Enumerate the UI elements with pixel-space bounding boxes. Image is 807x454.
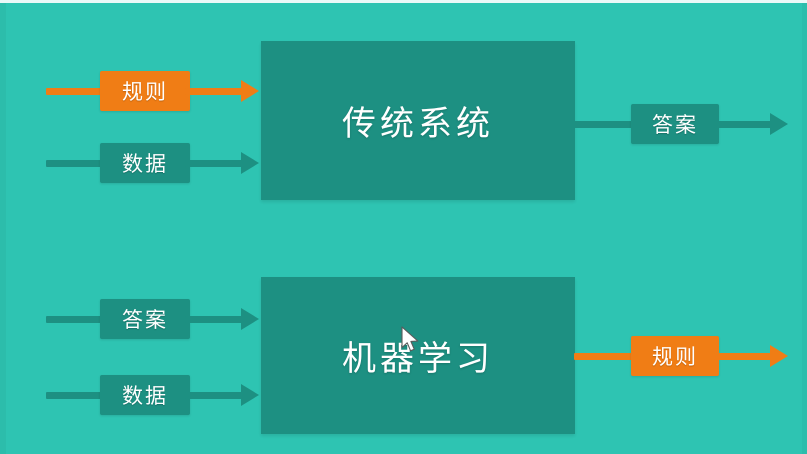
process-box-machine-learning[interactable]: 机器学习 [261,277,575,434]
chip-data-input: 数据 [100,143,190,183]
arrow-head-answers-in [241,308,259,330]
arrow-shaft-rules-in-left [46,88,108,95]
arrow-head-answers-out [770,113,788,135]
arrow-shaft-rules-out-left [574,353,636,360]
arrow-head-data-in-2 [241,384,259,406]
arrow-shaft-answers-in-right [185,316,243,323]
right-frame-edge [802,3,807,454]
chip-label-rules-input: 规则 [122,80,168,104]
arrow-head-rules-in [241,80,259,102]
process-label-traditional-system: 传统系统 [342,104,494,144]
chip-rules-output: 规则 [631,336,719,376]
left-frame-edge [0,3,6,454]
chip-label-data-input: 数据 [122,152,168,176]
chip-rules-input: 规则 [100,71,190,111]
arrow-shaft-data-in-2-left [46,392,108,399]
process-box-traditional-system[interactable]: 传统系统 [261,41,575,200]
chip-label-answers-input: 答案 [122,308,168,332]
arrow-shaft-data-in-left [46,160,108,167]
arrow-shaft-answers-out-right [714,121,772,128]
chip-data-input-2: 数据 [100,375,190,415]
arrow-shaft-rules-in-right [185,88,243,95]
arrow-shaft-answers-in-left [46,316,108,323]
arrow-shaft-data-in-right [185,160,243,167]
chip-answers-input: 答案 [100,299,190,339]
chip-label-answers-output: 答案 [652,113,698,137]
process-label-machine-learning: 机器学习 [342,339,494,379]
chip-label-data-input-2: 数据 [122,384,168,408]
chip-label-rules-output: 规则 [652,345,698,369]
arrow-head-data-in [241,152,259,174]
arrow-shaft-rules-out-right [714,353,772,360]
arrow-head-rules-out [770,345,788,367]
chip-answers-output: 答案 [631,104,719,144]
arrow-shaft-data-in-2-right [185,392,243,399]
arrow-shaft-answers-out-left [574,121,636,128]
top-frame-strip [0,0,807,3]
